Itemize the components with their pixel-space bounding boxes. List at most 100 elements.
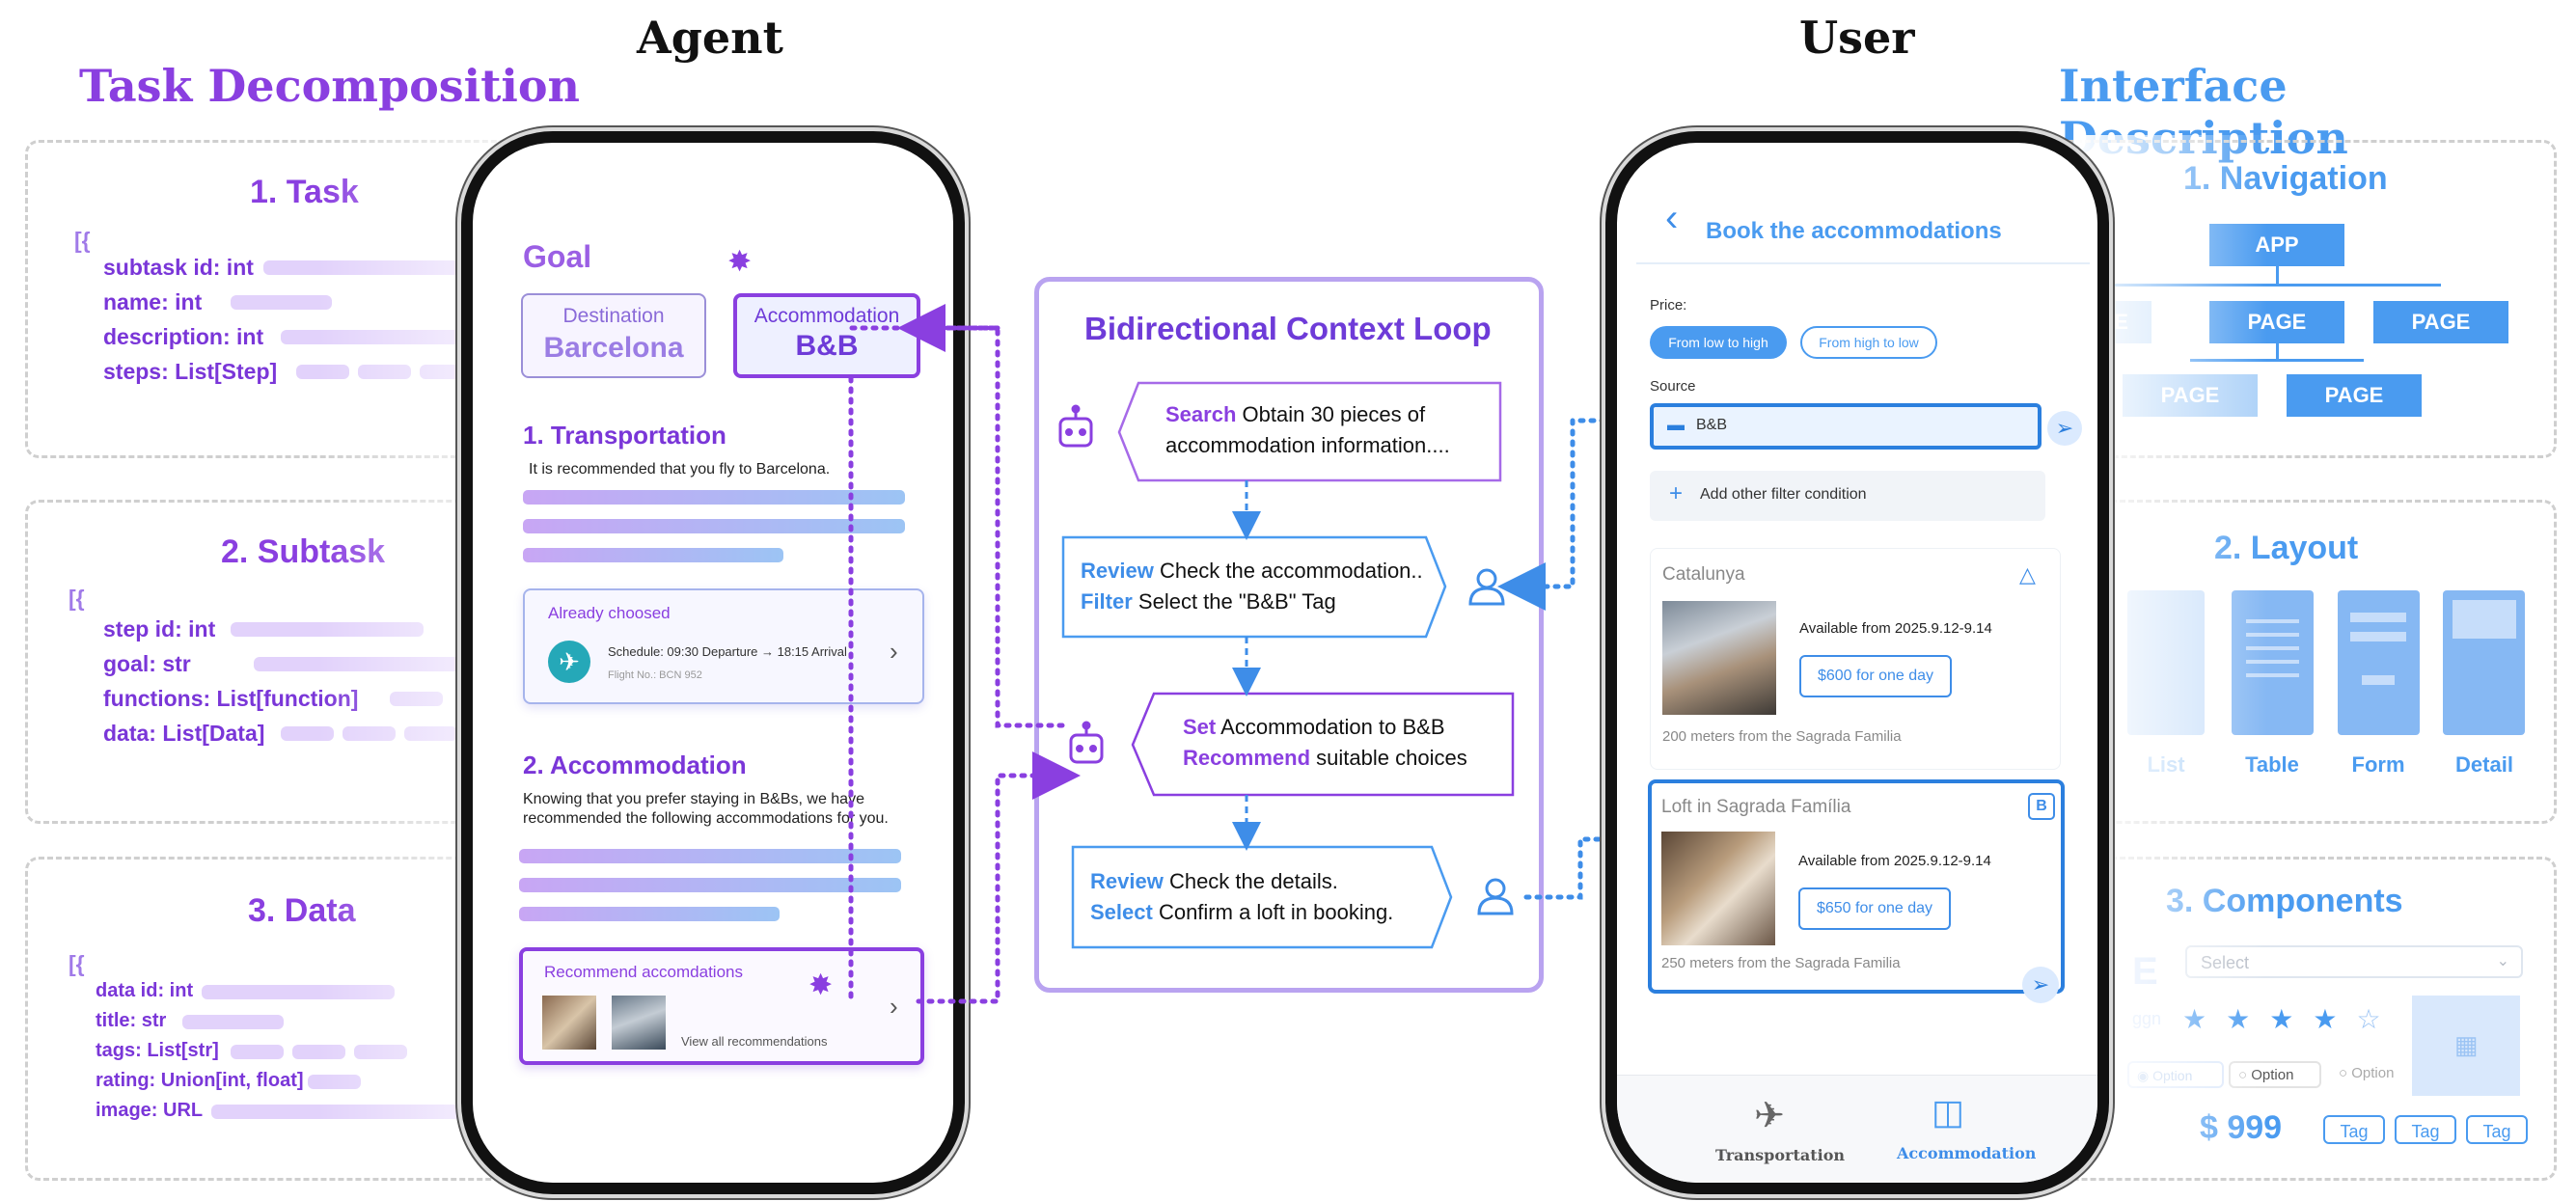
booking-icon: B [2028,793,2055,820]
chevron-down-icon: ⌄ [2496,953,2509,969]
star-icon: ★ [2269,1004,2314,1034]
source-filter[interactable]: ▬ B&B [1650,403,2042,450]
accommodation-text: Knowing that you prefer staying in B&Bs,… [523,791,864,807]
accommodation-text: recommended the following accommodations… [523,810,889,827]
robot-icon [1069,721,1104,764]
task-field: subtask id: int [103,255,254,280]
accommodation-label: Accommodation [754,305,900,327]
task-decomposition-header: Task Decomposition [79,60,581,112]
schedule-text: Schedule: 09:30 Departure → 18:15 Arriva… [608,644,847,659]
already-label: Already choosed [548,604,671,622]
layout-detail-image [2453,600,2516,639]
nav-connector [2190,359,2364,362]
tab-accommodation[interactable]: Accommodation [1897,1144,2037,1162]
goal-label: Goal [523,239,592,274]
recommend-card[interactable]: Recommend accomdations ✸ View all recomm… [519,947,924,1065]
cursor-click-icon: ➢ [2047,411,2082,446]
back-chevron-icon[interactable]: ‹ [1665,197,1679,239]
user-header: User [1799,12,1915,64]
destination-label: Destination [562,305,665,327]
nav-connector [2276,266,2279,286]
subtask-open-bracket: [{ [69,586,85,611]
bubble-4-shape [1071,845,1453,949]
layout-label: Detail [2455,752,2513,777]
destination-value: Barcelona [543,332,684,364]
placeholder-bar [182,1015,284,1029]
data-field: title: str [96,1010,167,1031]
data-field: tags: List[str] [96,1040,219,1061]
nav-connector [2276,343,2279,361]
listing-price-button[interactable]: $650 for one day [1798,887,1951,930]
loop-title: Bidirectional Context Loop [1084,311,1492,346]
add-filter-label: Add other filter condition [1700,486,1867,503]
subtask-field: goal: str [103,651,191,676]
flight-card[interactable]: Already choosed ✈ Schedule: 09:30 Depart… [523,588,924,704]
listing-availability: Available from 2025.9.12-9.14 [1799,620,1992,637]
airplane-icon: ✈ [1754,1096,1785,1136]
text-placeholder-bar [519,849,901,863]
placeholder-bar [231,295,332,310]
price-sort-low-high[interactable]: From low to high [1650,326,1787,359]
data-field: data id: int [96,980,194,1001]
star-icon: ★ [2313,1004,2357,1034]
accommodation-title: 2. Accommodation [523,751,747,779]
airplane-icon: ✈ [548,641,590,683]
bed-icon: ▬ [1667,415,1685,434]
layout-form-lines [2350,613,2406,622]
listing-card[interactable]: Catalunya △ Available from 2025.9.12-9.1… [1650,548,2061,770]
person-icon [1468,568,1505,606]
accommodation-goal-card[interactable]: Accommodation B&B [733,293,920,378]
task-open-bracket: [{ [74,228,91,253]
listing-name: Loft in Sagrada Família [1661,797,1851,817]
layout-form-lines [2362,675,2395,685]
component-tag: Tag [2466,1115,2528,1144]
recommend-thumb-1 [542,996,596,1050]
price-sort-high-low[interactable]: From high to low [1800,326,1937,359]
nav-page-node: PAGE [2287,374,2422,417]
bubble-2-shape [1061,535,1447,639]
data-field: rating: Union[int, float] [96,1070,304,1091]
component-tag: Tag [2395,1115,2456,1144]
layout-form-lines [2350,632,2406,641]
view-all-link[interactable]: View all recommendations [681,1034,828,1049]
nav-connector [2113,284,2441,287]
text-placeholder-bar [519,907,780,921]
task-field: steps: List[Step] [103,359,278,384]
component-tag: Tag [2323,1115,2385,1144]
listing-distance: 200 meters from the Sagrada Familia [1662,728,1902,745]
data-field: image: URL [96,1100,204,1121]
tab-transportation[interactable]: Transportation [1715,1146,1845,1164]
chevron-right-icon: › [890,637,898,666]
bubble-1-shape [1117,381,1502,482]
airbnb-icon: △ [2019,562,2036,587]
accommodation-value: B&B [795,330,859,362]
agent-phone: Goal ✸ Destination Barcelona Accommodati… [461,131,965,1194]
plus-icon: + [1669,480,1684,506]
nav-page-node: PAGE [2373,301,2508,343]
task-field: name: int [103,289,203,314]
loop-step-review-select: Review Check the details.Select Confirm … [1090,869,1394,924]
radio-icon: ○ [2339,1065,2348,1081]
page-title: Book the accommodations [1706,218,2002,244]
brain-icon: ✸ [808,969,834,1001]
text-placeholder-bar [523,490,905,505]
source-value: B&B [1696,417,1728,433]
price-label: Price: [1650,297,1687,314]
task-field: description: int [103,324,264,349]
component-image-placeholder: ▦ [2412,996,2520,1096]
listing-name: Catalunya [1662,564,1745,585]
layout-label: Form [2351,752,2405,777]
recommend-thumb-2 [612,996,666,1050]
listing-image [1661,832,1775,945]
subtask-field: data: List[Data] [103,721,265,746]
placeholder-bar [231,1045,284,1059]
flight-number: Flight No.: BCN 952 [608,669,702,681]
image-icon: ▦ [2454,1030,2479,1059]
listing-card-selected[interactable]: Loft in Sagrada Família B Available from… [1648,779,2065,994]
add-filter-button[interactable]: + Add other filter condition [1650,471,2045,521]
bubble-3-shape [1131,692,1515,797]
chevron-right-icon: › [890,992,898,1021]
listing-price-button[interactable]: $600 for one day [1799,655,1952,697]
